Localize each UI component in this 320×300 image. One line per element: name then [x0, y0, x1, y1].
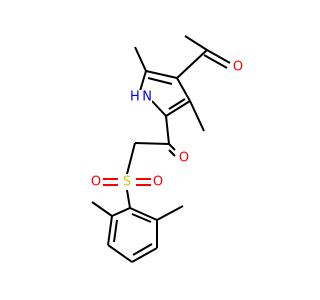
bond-acetyl-c-o-2	[203, 54, 228, 69]
bond-acetyl-methyl	[184, 35, 208, 51]
atom-label-o-sulfonyl-right: O	[153, 175, 163, 190]
bond-ring-c3-c2-inner	[147, 77, 173, 85]
atom-o-ketone: O	[177, 151, 191, 166]
atom-o-acetyl: O	[231, 60, 245, 75]
bond-ring-c5-c4-inner	[168, 98, 186, 110]
bond-ring-c4-c3	[176, 77, 191, 102]
atom-label-o-sulfonyl-left: O	[91, 175, 101, 190]
bond-bz-6-inner	[131, 213, 152, 223]
bond-bz-1	[111, 207, 131, 217]
atom-label-o-acetyl: O	[233, 60, 243, 75]
bond-bz-3	[107, 244, 133, 263]
bond-bz-6	[129, 207, 158, 221]
atom-labels: O H N O O S O	[89, 60, 245, 190]
bond-c4-methyl	[189, 100, 205, 132]
bond-bz-methyl-right	[156, 205, 184, 221]
bond-ring-c2-n1	[139, 70, 147, 92]
bond-ketone-o-1	[168, 143, 176, 151]
bond-ch2-s	[126, 142, 136, 175]
bond-c2-methyl	[134, 46, 147, 72]
molecule-structure: O H N O O S O	[89, 35, 245, 263]
bond-bz-2	[107, 215, 113, 246]
atom-s-sulfonyl: S	[120, 175, 134, 190]
atom-o-sulfonyl-right: O	[151, 175, 165, 190]
atom-label-s-sulfonyl: S	[123, 175, 131, 190]
bond-ring-c3-c2	[145, 70, 178, 79]
atom-label-o-ketone: O	[179, 151, 189, 166]
bond-acetyl-c-o-1	[206, 49, 231, 64]
bond-bz-2-inner	[113, 219, 118, 243]
atom-n-pyrrole: H N	[130, 90, 152, 105]
bond-ring-c5-c4	[165, 100, 191, 117]
bond-bz-4	[131, 247, 158, 263]
bond-bz-methyl-left	[91, 201, 113, 217]
bonds	[91, 35, 231, 263]
atom-label-n-pyrrole: H N	[130, 90, 152, 105]
bond-bz-4-inner	[132, 243, 153, 256]
bond-ketone-ch2	[134, 142, 170, 145]
atom-o-sulfonyl-left: O	[89, 175, 103, 190]
bond-ring-n1-c5	[151, 100, 167, 117]
bond-c5-ketone	[165, 115, 170, 145]
bond-ketone-o-2	[168, 149, 176, 157]
bond-acetyl-ring	[176, 49, 208, 79]
sulfonyl-bonds	[103, 178, 151, 186]
bond-s-benzene	[126, 189, 131, 209]
